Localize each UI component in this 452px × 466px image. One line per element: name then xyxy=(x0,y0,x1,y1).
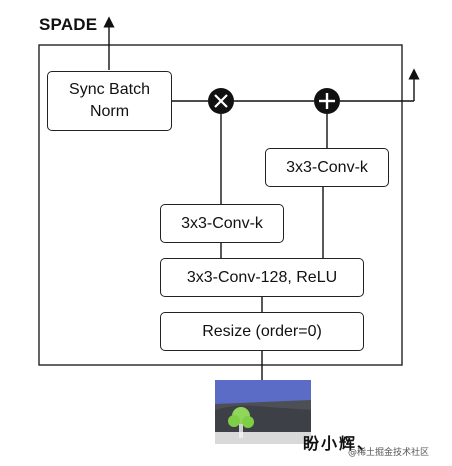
sync-batch-norm-line1: Sync Batch xyxy=(69,81,150,98)
segmentation-map-image xyxy=(215,380,311,444)
spade-frame xyxy=(38,44,403,366)
add-operator-icon xyxy=(314,88,340,114)
conv-k-right-block: 3x3-Conv-k xyxy=(265,148,389,187)
sync-batch-norm-line2: Norm xyxy=(89,103,130,120)
diagram-title: SPADE xyxy=(39,15,98,34)
resize-block: Resize (order=0) xyxy=(160,312,364,351)
sync-batch-norm-block: Sync Batch Norm xyxy=(47,71,172,131)
multiply-operator-icon xyxy=(208,88,234,114)
conv-128-relu-block: 3x3-Conv-128, ReLU xyxy=(160,258,364,297)
conv-k-left-block: 3x3-Conv-k xyxy=(160,204,284,243)
watermark-caption: @稀土掘金技术社区 xyxy=(348,448,430,458)
watermark-signature: 盼小辉、 xyxy=(303,434,376,453)
